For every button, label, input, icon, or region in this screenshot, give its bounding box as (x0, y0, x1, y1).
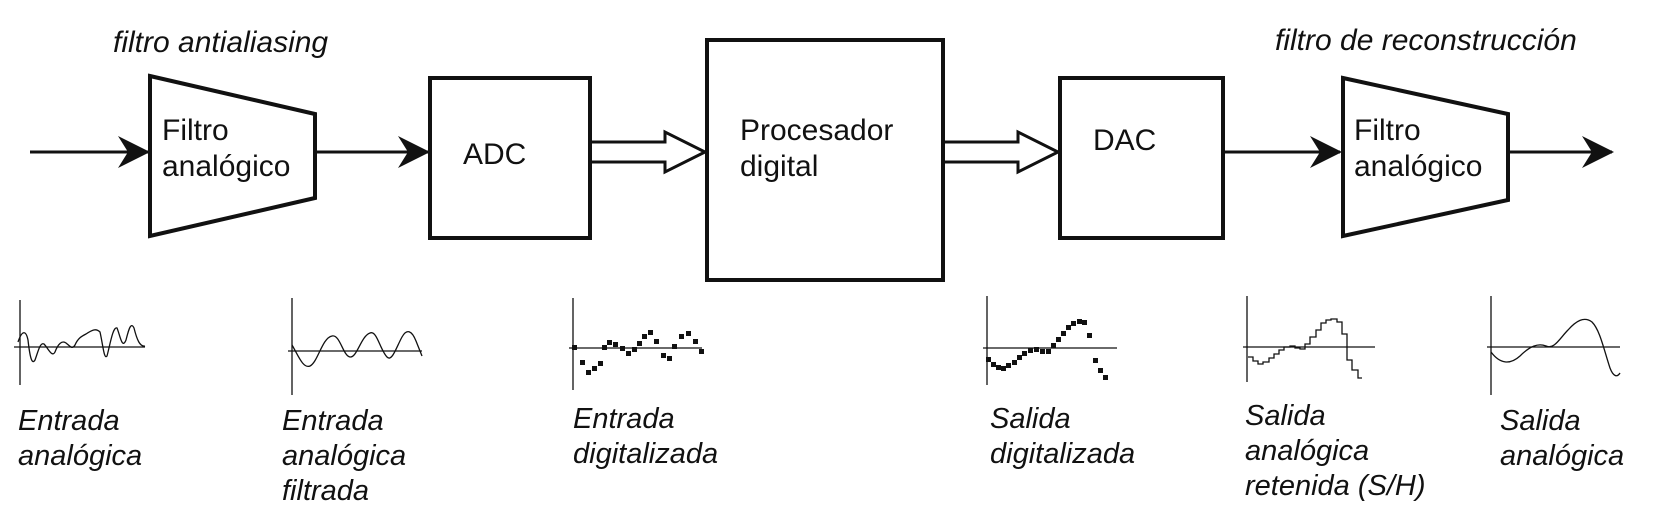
caption-filtered-input-line3: filtrada (282, 475, 369, 507)
processor-label-line2: digital (740, 150, 818, 183)
dac-label: DAC (1093, 124, 1156, 157)
antialias-filter-block (148, 73, 317, 239)
digitized-input-waveform (569, 298, 704, 390)
antialias-filter-title: filtro antialiasing (113, 26, 328, 59)
processor-label-line1: Procesador (740, 114, 893, 147)
output-arrow-head (1582, 136, 1614, 168)
caption-analog-output-line1: Salida (1500, 405, 1581, 437)
input-arrow-head (118, 136, 150, 168)
filtered-input-waveform (288, 298, 423, 395)
caption-analog-output-line2: analógica (1500, 440, 1624, 472)
caption-digitized-input-line2: digitalizada (573, 438, 718, 470)
caption-analog-input-line1: Entrada (18, 405, 120, 437)
processor-block (705, 38, 945, 282)
caption-filtered-input-line1: Entrada (282, 405, 384, 437)
caption-digitized-output-line1: Salida (990, 403, 1071, 435)
analog-input-waveform (14, 300, 146, 385)
caption-held-output-line1: Salida (1245, 400, 1326, 432)
reconstruction-filter-title: filtro de reconstrucción (1275, 24, 1577, 57)
dac-to-filter-arrow-head (1310, 136, 1342, 168)
held-output-waveform (1243, 296, 1375, 382)
reconstruction-filter-label-line2: analógico (1354, 150, 1482, 183)
antialias-filter-label-line2: analógico (162, 150, 290, 183)
adc-label: ADC (463, 138, 526, 171)
reconstruction-filter-label-line1: Filtro (1354, 114, 1421, 147)
caption-held-output-line2: analógica (1245, 435, 1369, 467)
filter-to-adc-arrow-head (398, 136, 430, 168)
analog-output-waveform (1487, 296, 1621, 395)
dac-block (1058, 76, 1225, 240)
caption-held-output-line3: retenida (S/H) (1245, 470, 1426, 502)
antialias-filter-label-line1: Filtro (162, 114, 229, 147)
adc-to-processor-bus-arrow (590, 129, 709, 175)
caption-filtered-input-line2: analógica (282, 440, 406, 472)
caption-analog-input-line2: analógica (18, 440, 142, 472)
digitized-output-waveform (983, 296, 1117, 385)
processor-to-dac-bus-arrow (945, 129, 1062, 175)
reconstruction-filter-block (1341, 75, 1510, 239)
caption-digitized-input-line1: Entrada (573, 403, 675, 435)
adc-block (428, 76, 592, 240)
caption-digitized-output-line2: digitalizada (990, 438, 1135, 470)
